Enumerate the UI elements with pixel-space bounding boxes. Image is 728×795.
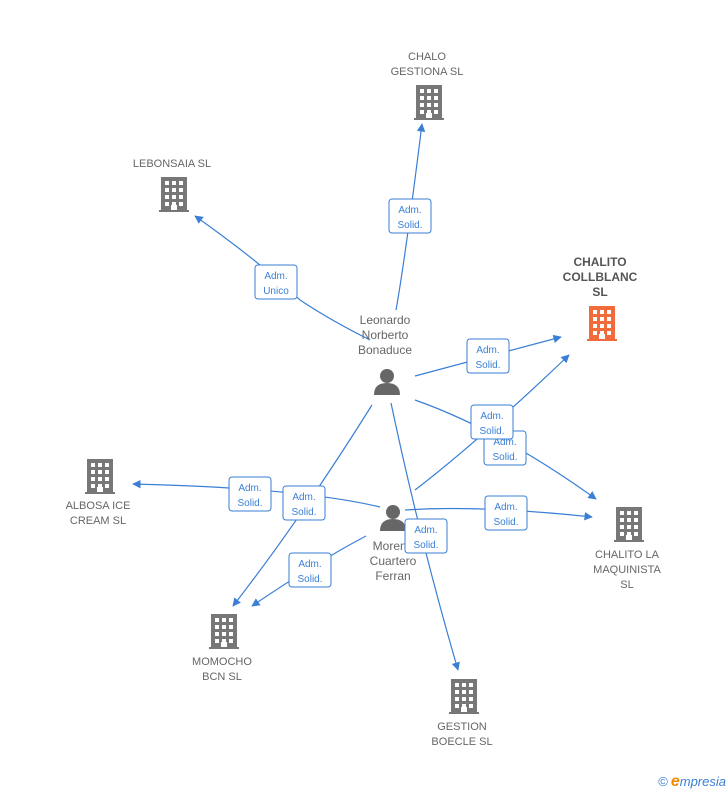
company-label-gestion-boecle[interactable]: BOECLE SL bbox=[431, 736, 492, 748]
relation-edge-e1 bbox=[395, 123, 426, 311]
company-label-gestion-boecle[interactable]: GESTION bbox=[437, 721, 487, 733]
brand-logo-text: mpresia bbox=[679, 774, 726, 789]
relation-edge-e6 bbox=[132, 479, 381, 508]
company-label-chalito-maquinista[interactable]: MAQUINISTA bbox=[593, 564, 661, 576]
edge-label-text: Solid. bbox=[479, 426, 504, 437]
company-label-chalito-collblanc[interactable]: COLLBLANC bbox=[563, 270, 638, 284]
person-label-moreno[interactable]: Moreno bbox=[373, 539, 414, 553]
company-label-chalito-collblanc[interactable]: CHALITO bbox=[573, 255, 626, 269]
edge-label-text: Adm. bbox=[476, 345, 499, 356]
edge-label-e2: Adm. Unico bbox=[254, 264, 298, 300]
company-label-lebonsaia[interactable]: LEBONSAIA SL bbox=[133, 158, 211, 170]
edge-label-text: Adm. bbox=[398, 205, 421, 216]
edge-label-text: Adm. bbox=[264, 271, 287, 282]
building-icon-albosa[interactable] bbox=[85, 459, 115, 494]
brand-footer: ©empresia bbox=[658, 773, 726, 791]
company-label-chalito-maquinista[interactable]: SL bbox=[620, 579, 633, 591]
person-icon-leonardo[interactable] bbox=[374, 369, 400, 395]
edge-label-e1: Adm. Solid. bbox=[388, 198, 432, 234]
person-label-leonardo[interactable]: Bonaduce bbox=[358, 343, 412, 357]
company-label-chalo[interactable]: CHALO bbox=[408, 51, 446, 63]
building-icon-chalo[interactable] bbox=[414, 85, 444, 120]
edge-label-text: Adm. bbox=[238, 483, 261, 494]
building-icon-lebonsaia[interactable] bbox=[159, 177, 189, 212]
edge-label-e10: Adm. Solid. bbox=[404, 518, 448, 554]
building-icon-momocho[interactable] bbox=[209, 614, 239, 649]
person-label-leonardo[interactable]: Norberto bbox=[362, 328, 409, 342]
company-label-chalo[interactable]: GESTIONA SL bbox=[391, 66, 464, 78]
edge-label-text: Adm. bbox=[480, 411, 503, 422]
company-label-albosa[interactable]: ALBOSA ICE bbox=[66, 500, 131, 512]
edge-label-e9: Adm. Solid. bbox=[484, 495, 528, 531]
edge-label-text: Solid. bbox=[493, 517, 518, 528]
edge-label-text: Adm. bbox=[414, 525, 437, 536]
edge-label-e3: Adm. Solid. bbox=[466, 338, 510, 374]
edge-label-text: Solid. bbox=[297, 574, 322, 585]
company-label-momocho[interactable]: MOMOCHO bbox=[192, 656, 252, 668]
edge-label-text: Adm. bbox=[298, 559, 321, 570]
edge-label-e7: Adm. Solid. bbox=[282, 485, 326, 521]
company-label-chalito-collblanc[interactable]: SL bbox=[592, 285, 607, 299]
edge-label-text: Adm. bbox=[494, 502, 517, 513]
edge-label-text: Solid. bbox=[397, 220, 422, 231]
edge-label-text: Adm. bbox=[292, 492, 315, 503]
edge-label-text: Adm. bbox=[493, 437, 516, 448]
building-icon-chalito-maquinista[interactable] bbox=[614, 507, 644, 542]
brand-logo-initial: e bbox=[670, 773, 680, 790]
edge-label-e8: Adm. Solid. bbox=[288, 552, 332, 588]
company-label-chalito-maquinista[interactable]: CHALITO LA bbox=[595, 549, 660, 561]
building-icon-gestion-boecle[interactable] bbox=[449, 679, 479, 714]
edge-label-text: Unico bbox=[263, 286, 289, 297]
person-label-leonardo[interactable]: Leonardo bbox=[360, 313, 411, 327]
person-label-moreno[interactable]: Ferran bbox=[375, 569, 410, 583]
edge-label-e5: Adm. Solid. bbox=[470, 404, 514, 440]
edge-label-text: Solid. bbox=[413, 540, 438, 551]
edge-label-e6: Adm. Solid. bbox=[228, 476, 272, 512]
building-icon-chalito-collblanc[interactable] bbox=[587, 306, 617, 341]
person-label-moreno[interactable]: Cuartero bbox=[370, 554, 417, 568]
edge-label-text: Solid. bbox=[291, 507, 316, 518]
edge-label-text: Solid. bbox=[237, 498, 262, 509]
copyright-icon: © bbox=[658, 774, 668, 789]
person-icon-moreno[interactable] bbox=[380, 505, 406, 531]
company-label-albosa[interactable]: CREAM SL bbox=[70, 515, 126, 527]
company-label-momocho[interactable]: BCN SL bbox=[202, 671, 242, 683]
edge-label-text: Solid. bbox=[492, 452, 517, 463]
edge-label-text: Solid. bbox=[475, 360, 500, 371]
